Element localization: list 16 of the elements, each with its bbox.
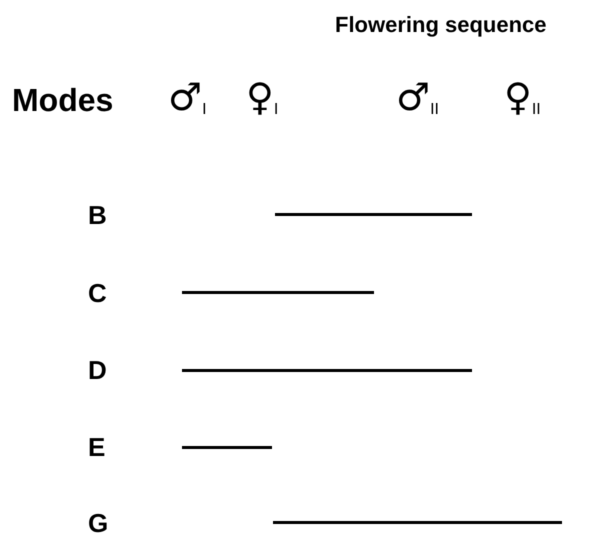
- sex-symbol: ♂$_{II}$: [396, 78, 439, 118]
- sex-symbol: ♀$_{I}$: [246, 78, 278, 118]
- row-label: C: [88, 278, 107, 309]
- span-bar: [182, 291, 374, 294]
- chart-title: Flowering sequence: [335, 12, 546, 38]
- span-bar: [275, 213, 472, 216]
- span-bar: [273, 521, 562, 524]
- row-label: B: [88, 200, 107, 231]
- sex-symbol: ♀$_{II}$: [504, 78, 541, 118]
- span-bar: [182, 446, 272, 449]
- row-label: E: [88, 432, 106, 463]
- row-label: G: [88, 508, 108, 536]
- sex-symbol: ♂$_{I}$: [168, 78, 207, 118]
- heading: Modes: [12, 82, 114, 119]
- row-label: D: [88, 355, 107, 386]
- span-bar: [182, 369, 472, 372]
